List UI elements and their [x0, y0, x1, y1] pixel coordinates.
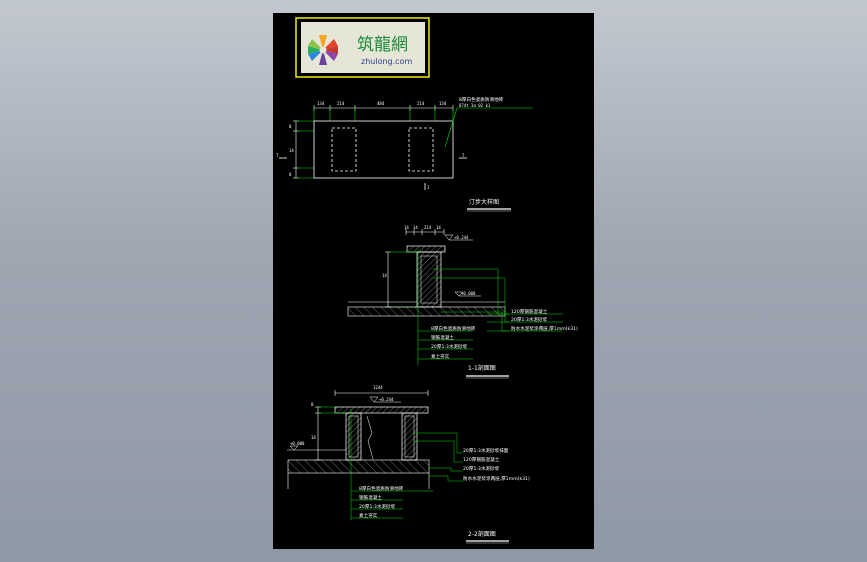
s1-pier: [416, 251, 442, 308]
s1-dim-3: 214: [424, 225, 432, 230]
s1-bottom-note-4: 素土夯实: [431, 353, 450, 360]
s1-bottom-note-3: 20厚1:3水泥砂浆: [431, 343, 468, 350]
s1-title: 1-1剖面图: [468, 364, 496, 372]
logo-flower-icon: [308, 35, 338, 65]
s2-elev-water: +0.000: [290, 441, 305, 446]
s2-bottom-note-3: 20厚1:3水泥砂浆: [359, 503, 396, 510]
plan-section-mark-bottom: 1: [427, 185, 430, 190]
cad-drawing: 筑龍網 zhulong.com 134 214 484 214 134: [276, 17, 578, 544]
s1-bottom-note-1: 8厚白色瓷质防滑地砖: [431, 325, 476, 332]
plan-dim-4: 214: [417, 101, 425, 106]
plan-section-mark-left: 7: [276, 153, 279, 158]
s1-right-note-1: 120厚钢筋混凝土: [511, 308, 548, 315]
section-2-2: 1244 +0.244 8 14 +0.000 2: [287, 385, 530, 544]
s2-bottom-note-1: 8厚白色瓷质防滑地砖: [359, 485, 404, 492]
plan-dim-1: 134: [317, 101, 325, 106]
s2-right-note-1: 20厚1:3水泥砂浆抹面: [463, 447, 509, 454]
s2-elev-top: +0.244: [379, 397, 394, 402]
s1-top-slab: [406, 245, 446, 253]
logo-frame: [295, 17, 430, 78]
s2-right-note-2: 120厚钢筋混凝土: [463, 456, 500, 463]
s2-base-slab: [287, 459, 430, 474]
s1-right-note-2: 20厚1:3水泥砂浆: [511, 316, 548, 323]
drawing-sheet: 筑龍網 zhulong.com 134 214 484 214 134: [273, 13, 594, 549]
logo-brand-cn: 筑龍網: [357, 35, 408, 55]
plan-title: 汀步大样图: [469, 198, 499, 206]
s1-dim-1: 14: [404, 225, 409, 230]
s2-left-dim-1: 8: [311, 402, 314, 407]
plan-section-mark-right: 7: [462, 153, 465, 158]
s1-dim-2: 14: [413, 225, 418, 230]
s1-right-note-3: 防水水泥浆涂两层,厚1mm(k31): [511, 325, 578, 332]
s2-left-dim-2: 14: [311, 435, 316, 440]
s1-bottom-note-2: 钢筋混凝土: [431, 334, 454, 341]
logo-block: 筑龍網 zhulong.com: [295, 17, 430, 78]
section-1-1: 14 14 214 14 +0.244 14 +0.000 120厚钢筋混: [347, 225, 578, 379]
s1-left-dim: 14: [382, 273, 387, 278]
s1-dim-4: 14: [436, 225, 441, 230]
hidden-pier-right: [408, 127, 434, 172]
s2-bottom-note-4: 素土夯实: [359, 512, 378, 519]
s2-pier-left: [345, 412, 362, 461]
s1-elev-top: +0.244: [454, 235, 469, 240]
plan-note-line2: 874t 3a 02 k1: [459, 103, 491, 108]
plan-dim-3: 484: [377, 101, 385, 106]
plan-left-dim-1: 8: [289, 124, 292, 129]
s2-pier-right: [401, 412, 418, 461]
plan-left-dim-2: 14: [289, 148, 294, 153]
s2-bottom-note-2: 钢筋混凝土: [359, 494, 382, 501]
plan-view: 134 214 484 214 134 8 14 8 7 7 1 8厚白色瓷质防…: [276, 96, 533, 212]
stepping-stone-outline: [313, 120, 454, 179]
s2-right-note-3: 20厚1:3水泥砂浆: [463, 465, 500, 472]
hidden-pier-left: [331, 127, 357, 172]
s1-elev-water: +0.000: [461, 291, 476, 296]
plan-dim-2: 214: [337, 101, 345, 106]
s2-top-slab: [334, 406, 429, 414]
s2-top-dim: 1244: [373, 385, 383, 390]
s1-base-slab: [347, 306, 506, 317]
logo-brand-url: zhulong.com: [361, 57, 412, 66]
plan-left-dim-3: 8: [289, 172, 292, 177]
plan-note-line1: 8厚白色瓷质防滑地砖: [459, 96, 504, 103]
plan-dim-5: 134: [439, 101, 447, 106]
s2-title: 2-2剖面图: [468, 530, 496, 538]
s2-right-note-4: 防水水泥浆涂两层,厚1mm(k31): [463, 475, 530, 482]
